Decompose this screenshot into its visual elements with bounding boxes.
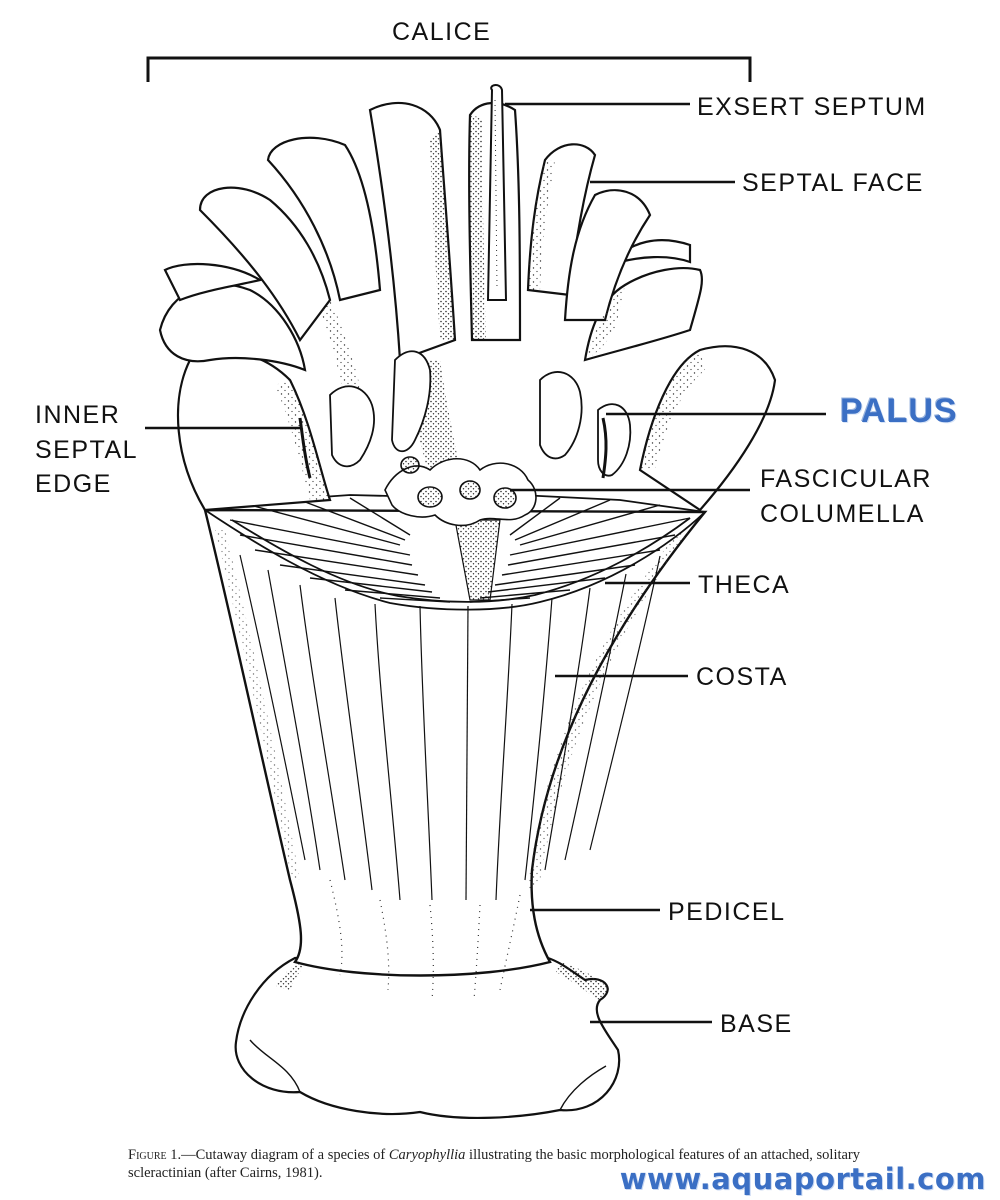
exsert-septum: [486, 84, 508, 301]
label-palus: PALUS: [840, 392, 958, 430]
label-inner-septal-edge: INNER SEPTAL EDGE: [35, 401, 139, 498]
figure-caption: Figure 1.—Cutaway diagram of a species o…: [128, 1146, 888, 1182]
costae: [239, 554, 661, 901]
septa-section: [229, 497, 691, 603]
caption-text-2: illustrating the basic morphological fea…: [128, 1147, 861, 1182]
label-septal-face: SEPTAL FACE: [742, 169, 924, 197]
watermark: www.aquaportail.com: [619, 1162, 986, 1196]
base-shape: [234, 956, 621, 1120]
label-theca: THECA: [698, 571, 791, 599]
label-calice: CALICE: [392, 18, 492, 46]
caption-text-1: —Cutaway diagram of a species of: [181, 1147, 389, 1163]
calice-bracket: [146, 56, 752, 82]
pali: [329, 350, 632, 477]
label-fascicular-columella: FASCICULAR COLUMELLA: [760, 465, 932, 528]
label-exsert-septum: EXSERT SEPTUM: [697, 93, 927, 121]
columella: [384, 456, 537, 527]
label-base: BASE: [720, 1010, 793, 1038]
caption-figure-number: Figure 1.: [128, 1147, 182, 1163]
label-costa: COSTA: [696, 663, 788, 691]
label-pedicel: PEDICEL: [668, 898, 786, 926]
caption-species: Caryophyllia: [388, 1147, 466, 1163]
